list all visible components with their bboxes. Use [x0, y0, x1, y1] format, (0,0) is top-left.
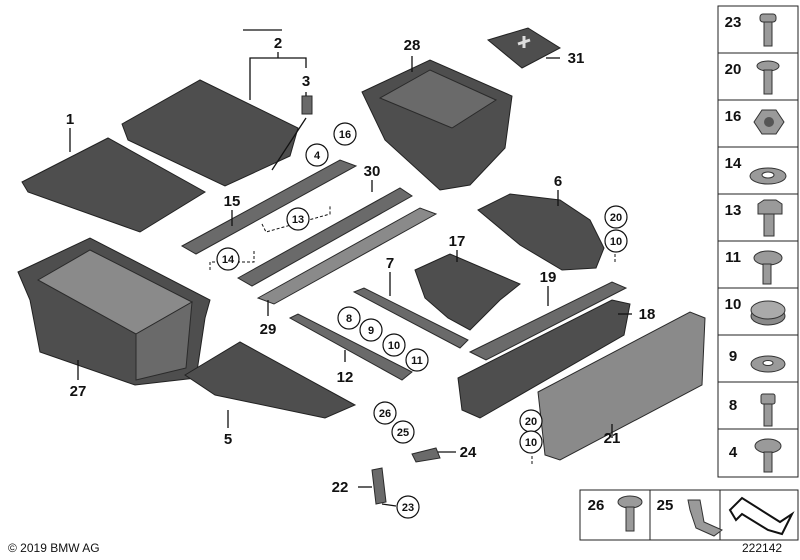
callout-30: 30 — [364, 163, 381, 180]
callout-15: 15 — [224, 193, 241, 210]
trim-15-part — [180, 159, 358, 255]
sidebar-label-11: 11 — [725, 249, 741, 266]
floor-mat-left-part — [21, 137, 206, 233]
fastener-sidebar — [717, 5, 799, 478]
bolt-13-icon — [757, 199, 783, 237]
callout-31: 31 — [568, 50, 585, 67]
bottom-label-25: 25 — [657, 497, 674, 514]
washer-9-icon — [750, 355, 786, 373]
trim-29-part — [256, 207, 438, 305]
sidebar-label-8: 8 — [729, 397, 737, 414]
nut-16-icon — [753, 109, 785, 135]
trim-18-part — [457, 299, 631, 419]
callout-7: 7 — [386, 255, 394, 272]
sidebar-label-9: 9 — [729, 348, 737, 365]
tray-part — [361, 59, 513, 191]
trim-30-part — [236, 187, 413, 287]
mat-17-part — [414, 253, 521, 331]
bottom-label-26: 26 — [588, 497, 605, 514]
floor-mat-upper-part — [121, 79, 299, 187]
sidebar-label-10: 10 — [725, 296, 742, 313]
callout-13: 13 — [292, 214, 304, 226]
sidebar-label-14: 14 — [725, 155, 742, 172]
callout-22: 22 — [332, 479, 349, 496]
callout-10-b: 10 — [610, 236, 622, 248]
callout-16: 16 — [339, 129, 351, 141]
storage-box-part — [17, 237, 211, 386]
callout-17: 17 — [449, 233, 466, 250]
callout-5: 5 — [224, 431, 232, 448]
bracket-7-part — [352, 287, 469, 349]
callout-26: 26 — [379, 408, 391, 420]
callout-10-c: 10 — [525, 437, 537, 449]
callout-14: 14 — [222, 254, 235, 266]
callout-28: 28 — [404, 37, 421, 54]
copyright-text: © 2019 BMW AG — [8, 541, 100, 555]
callout-23: 23 — [402, 502, 414, 514]
callout-25: 25 — [397, 427, 409, 439]
panel-21-part — [537, 311, 706, 461]
rail-12-part — [288, 313, 413, 381]
sidebar-label-13: 13 — [725, 202, 742, 219]
bracket-22-part — [371, 467, 387, 505]
callout-2: 2 — [274, 35, 282, 52]
bracket-24-part — [411, 447, 441, 463]
callout-10-a: 10 — [388, 340, 400, 352]
callout-21: 21 — [604, 430, 621, 447]
screw-26-icon — [617, 495, 643, 532]
callout-20-a: 20 — [610, 212, 622, 224]
callout-11: 11 — [411, 355, 423, 367]
sidebar-label-23: 23 — [725, 14, 742, 31]
callout-9: 9 — [368, 325, 374, 337]
sidebar-label-16: 16 — [725, 108, 742, 125]
callout-27: 27 — [70, 383, 87, 400]
callout-1: 1 — [66, 111, 74, 128]
screw-23-icon — [759, 13, 777, 47]
callout-20-b: 20 — [525, 416, 537, 428]
screw-4-icon — [754, 438, 782, 473]
sidebar-label-20: 20 — [725, 61, 742, 78]
strip-19-part — [468, 281, 628, 361]
callout-6: 6 — [554, 173, 562, 190]
callout-29: 29 — [260, 321, 277, 338]
floor-panel-part — [184, 341, 357, 419]
ring-callouts — [216, 122, 628, 519]
washer-14-icon — [749, 167, 787, 185]
callout-24: 24 — [460, 444, 477, 461]
bottom-parts-strip — [579, 489, 799, 541]
callout-8: 8 — [346, 313, 352, 325]
clip-part — [301, 95, 313, 115]
callout-3: 3 — [302, 73, 310, 90]
sidebar-label-4: 4 — [729, 444, 738, 461]
plug-10-icon — [750, 300, 786, 326]
first-aid-kit-part — [486, 27, 562, 69]
bolt-8-icon — [760, 393, 776, 427]
arrow-marker-icon — [728, 496, 795, 536]
callout-18: 18 — [639, 306, 656, 323]
clip-25-icon — [687, 499, 723, 537]
screw-11-icon — [753, 250, 783, 285]
callout-4: 4 — [314, 150, 321, 162]
screw-20-icon — [756, 60, 780, 95]
callout-12: 12 — [337, 369, 354, 386]
drawing-number: 222142 — [742, 541, 782, 555]
callout-19: 19 — [540, 269, 557, 286]
side-cover-part — [477, 193, 605, 271]
